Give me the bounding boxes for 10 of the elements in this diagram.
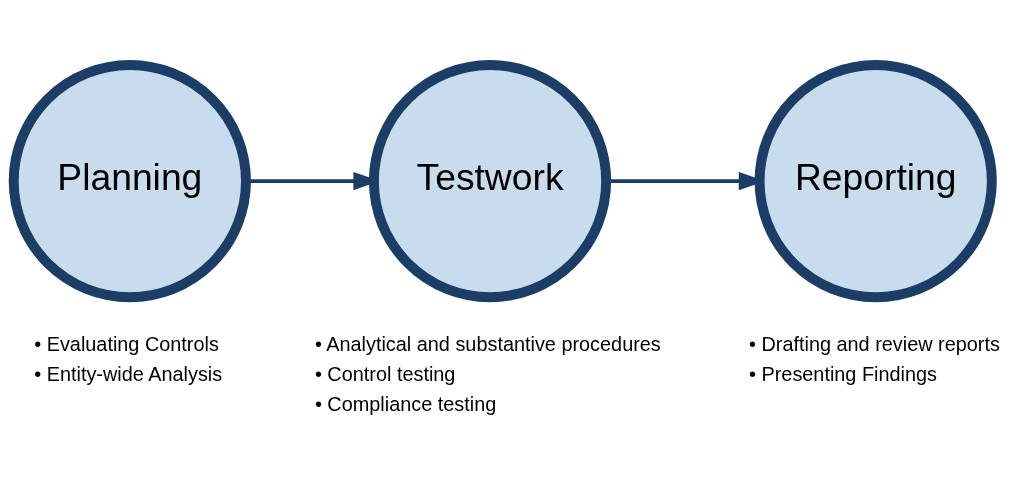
node-label: • Compliance testing [314,392,497,415]
node-label: • Presenting Findings [749,362,938,385]
node-circle: Testwork [368,59,612,302]
node-label: • Control testing [314,362,456,385]
node-circle: Planning [8,59,251,302]
node-label: • Drafting and review reports [749,332,1000,355]
node-label: • Evaluating Controls [34,332,219,355]
node-label: • Analytical and substantive procedures [314,332,661,355]
node-label: • Entity-wide Analysis [34,362,223,385]
node-circle: Reporting [754,59,997,302]
